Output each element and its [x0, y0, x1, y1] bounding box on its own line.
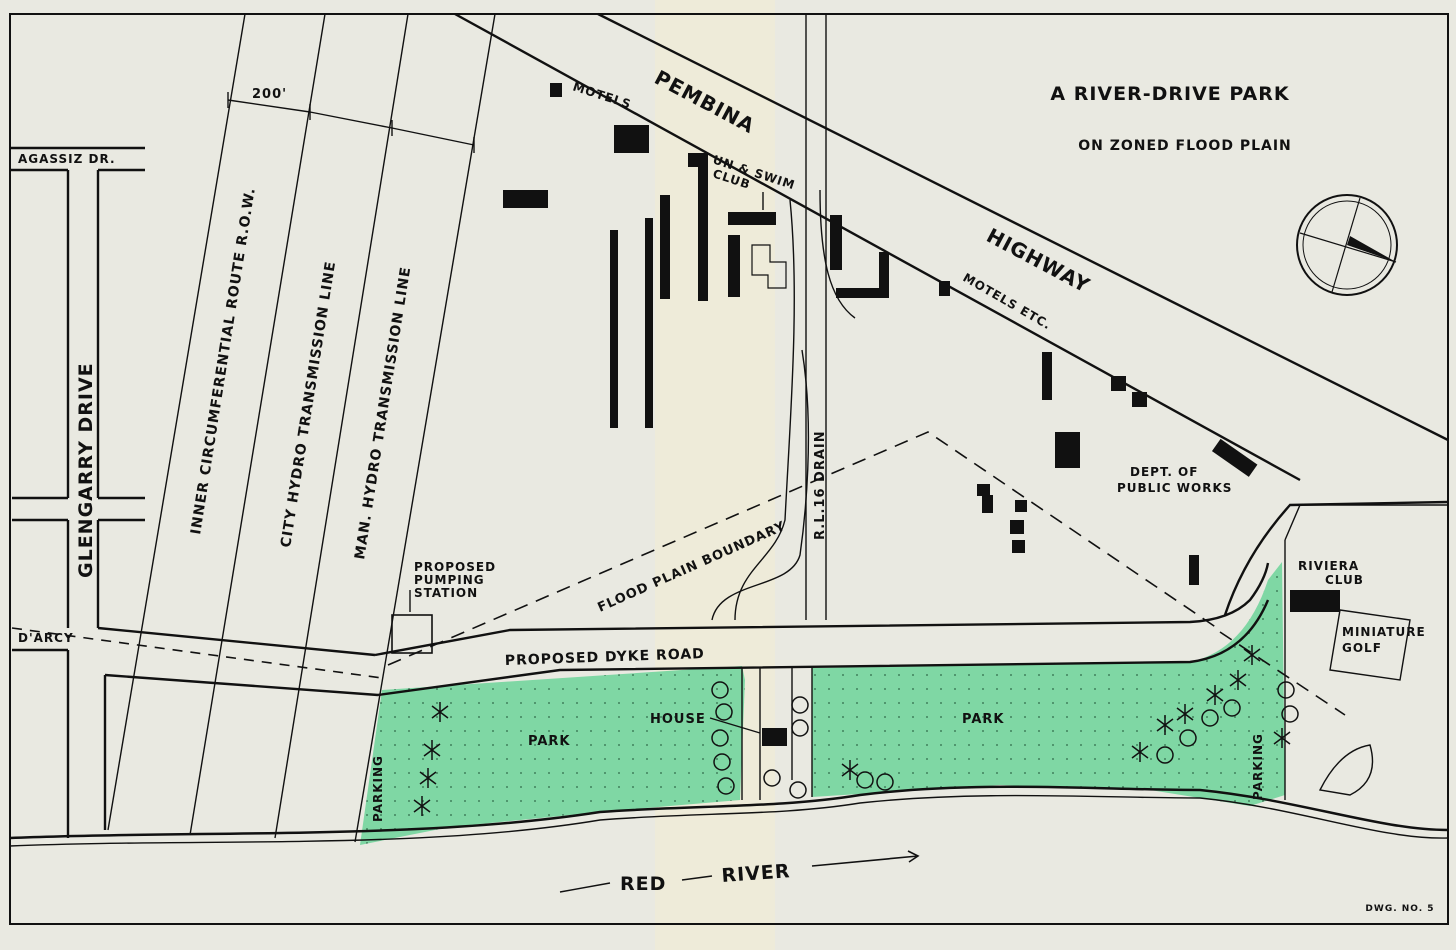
- flood-plain-boundary-line: [387, 431, 1221, 666]
- darcy-label: D'ARCY: [18, 631, 74, 645]
- house-label: HOUSE: [650, 712, 706, 727]
- buildings: [503, 83, 1340, 746]
- river-flow-arrow-icon: [811, 850, 920, 867]
- pumping-label-3: STATION: [414, 586, 478, 600]
- darcy-dashed-line: [11, 627, 383, 679]
- glengarry-drive-road: [10, 146, 379, 838]
- dimension-label: 200': [252, 87, 287, 102]
- park-stipple-left: [360, 666, 745, 845]
- north-arrow-compass-icon: [1296, 194, 1398, 296]
- tree-symbols: [413, 645, 1299, 816]
- map-frame: [9, 13, 1449, 925]
- parking-right-label: PARKING: [1251, 733, 1265, 800]
- river-label-red: RED: [620, 873, 666, 895]
- house-lot: [709, 668, 813, 800]
- park-left-label: PARK: [528, 734, 570, 749]
- flood-plain-dashed-east: [1219, 631, 1346, 716]
- pumping-label-2: PUMPING: [414, 573, 485, 587]
- river-label-river: RIVER: [721, 860, 791, 887]
- drain-label: R.L.16 DRAIN: [813, 430, 828, 540]
- river-bank-lower: [9, 794, 1449, 847]
- glengarry-label: GLENGARRY DRIVE: [75, 362, 97, 578]
- dyke-road-label: PROPOSED DYKE ROAD: [505, 646, 705, 669]
- park-right-label: PARK: [962, 712, 1004, 727]
- proposed-dyke-road: [374, 500, 1449, 697]
- drawing-number: DWG. NO. 5: [1365, 904, 1434, 914]
- pumping-label-1: PROPOSED: [414, 560, 496, 574]
- riviera-club-lot: [1284, 504, 1448, 800]
- outline-building: [751, 244, 787, 289]
- river-flow-line-mid: [681, 875, 713, 881]
- map-title: A RIVER-DRIVE PARK: [1050, 83, 1290, 105]
- mini-golf-label-1: MINIATURE: [1342, 625, 1426, 639]
- riviera-label-1: RIVIERA: [1298, 559, 1359, 573]
- agassiz-label: AGASSIZ DR.: [18, 152, 116, 166]
- park-stipple-right: [812, 562, 1285, 806]
- river-flow-line-left: [559, 882, 611, 893]
- parking-left-label: PARKING: [371, 755, 385, 822]
- right-of-way-lines: [107, 13, 496, 843]
- riviera-label-2: CLUB: [1325, 573, 1364, 587]
- rl16-drain: [711, 14, 856, 621]
- pumping-station: [391, 614, 433, 654]
- river-bank-upper: [9, 785, 1449, 840]
- map-subtitle: ON ZONED FLOOD PLAIN: [1078, 138, 1292, 154]
- public-works-label-2: PUBLIC WORKS: [1117, 481, 1232, 495]
- public-works-label-1: DEPT. OF: [1130, 465, 1198, 479]
- mini-golf-label-2: GOLF: [1342, 641, 1382, 655]
- pembina-highway-road: [454, 12, 1449, 482]
- dimension-line-200ft: [227, 92, 475, 153]
